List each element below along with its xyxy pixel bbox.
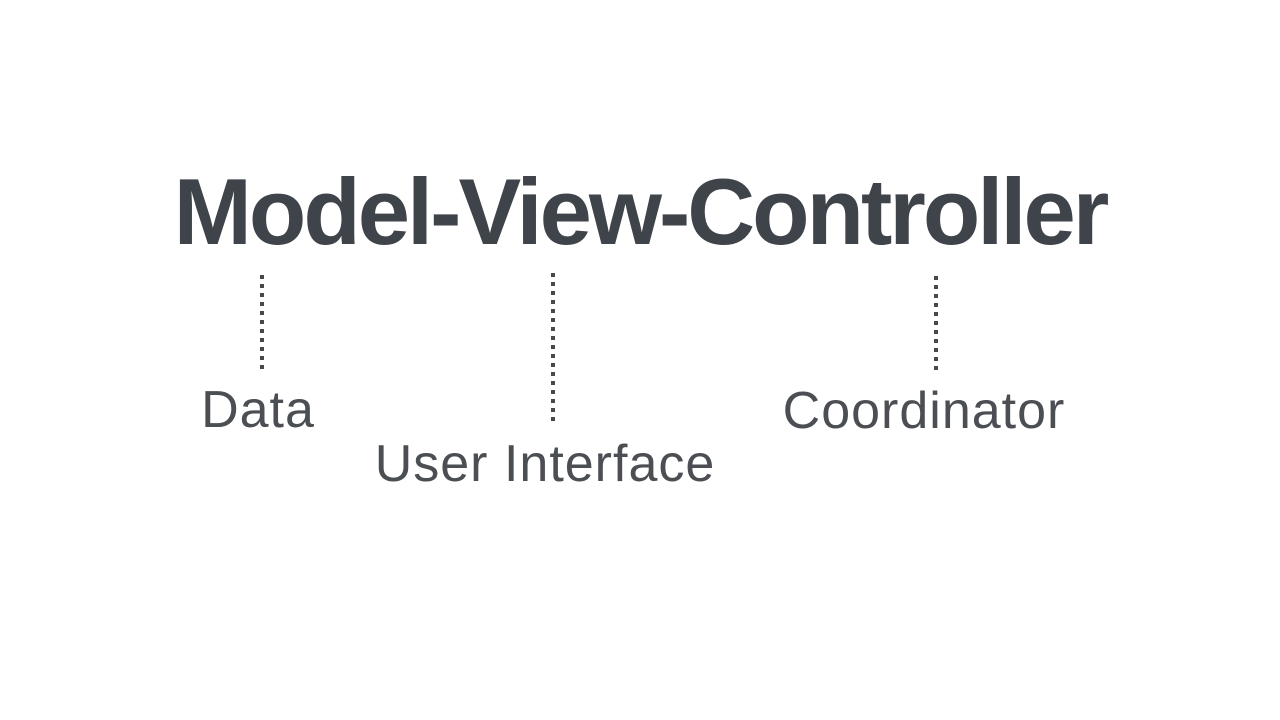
connector-model-to-data <box>260 275 264 370</box>
connector-view-to-user-interface <box>551 273 555 421</box>
label-coordinator: Coordinator <box>782 382 1066 440</box>
page-title: Model-View-Controller <box>173 159 1110 264</box>
connector-controller-to-coordinator <box>934 276 938 370</box>
label-user-interface: User Interface <box>374 435 716 493</box>
label-data: Data <box>201 381 315 439</box>
